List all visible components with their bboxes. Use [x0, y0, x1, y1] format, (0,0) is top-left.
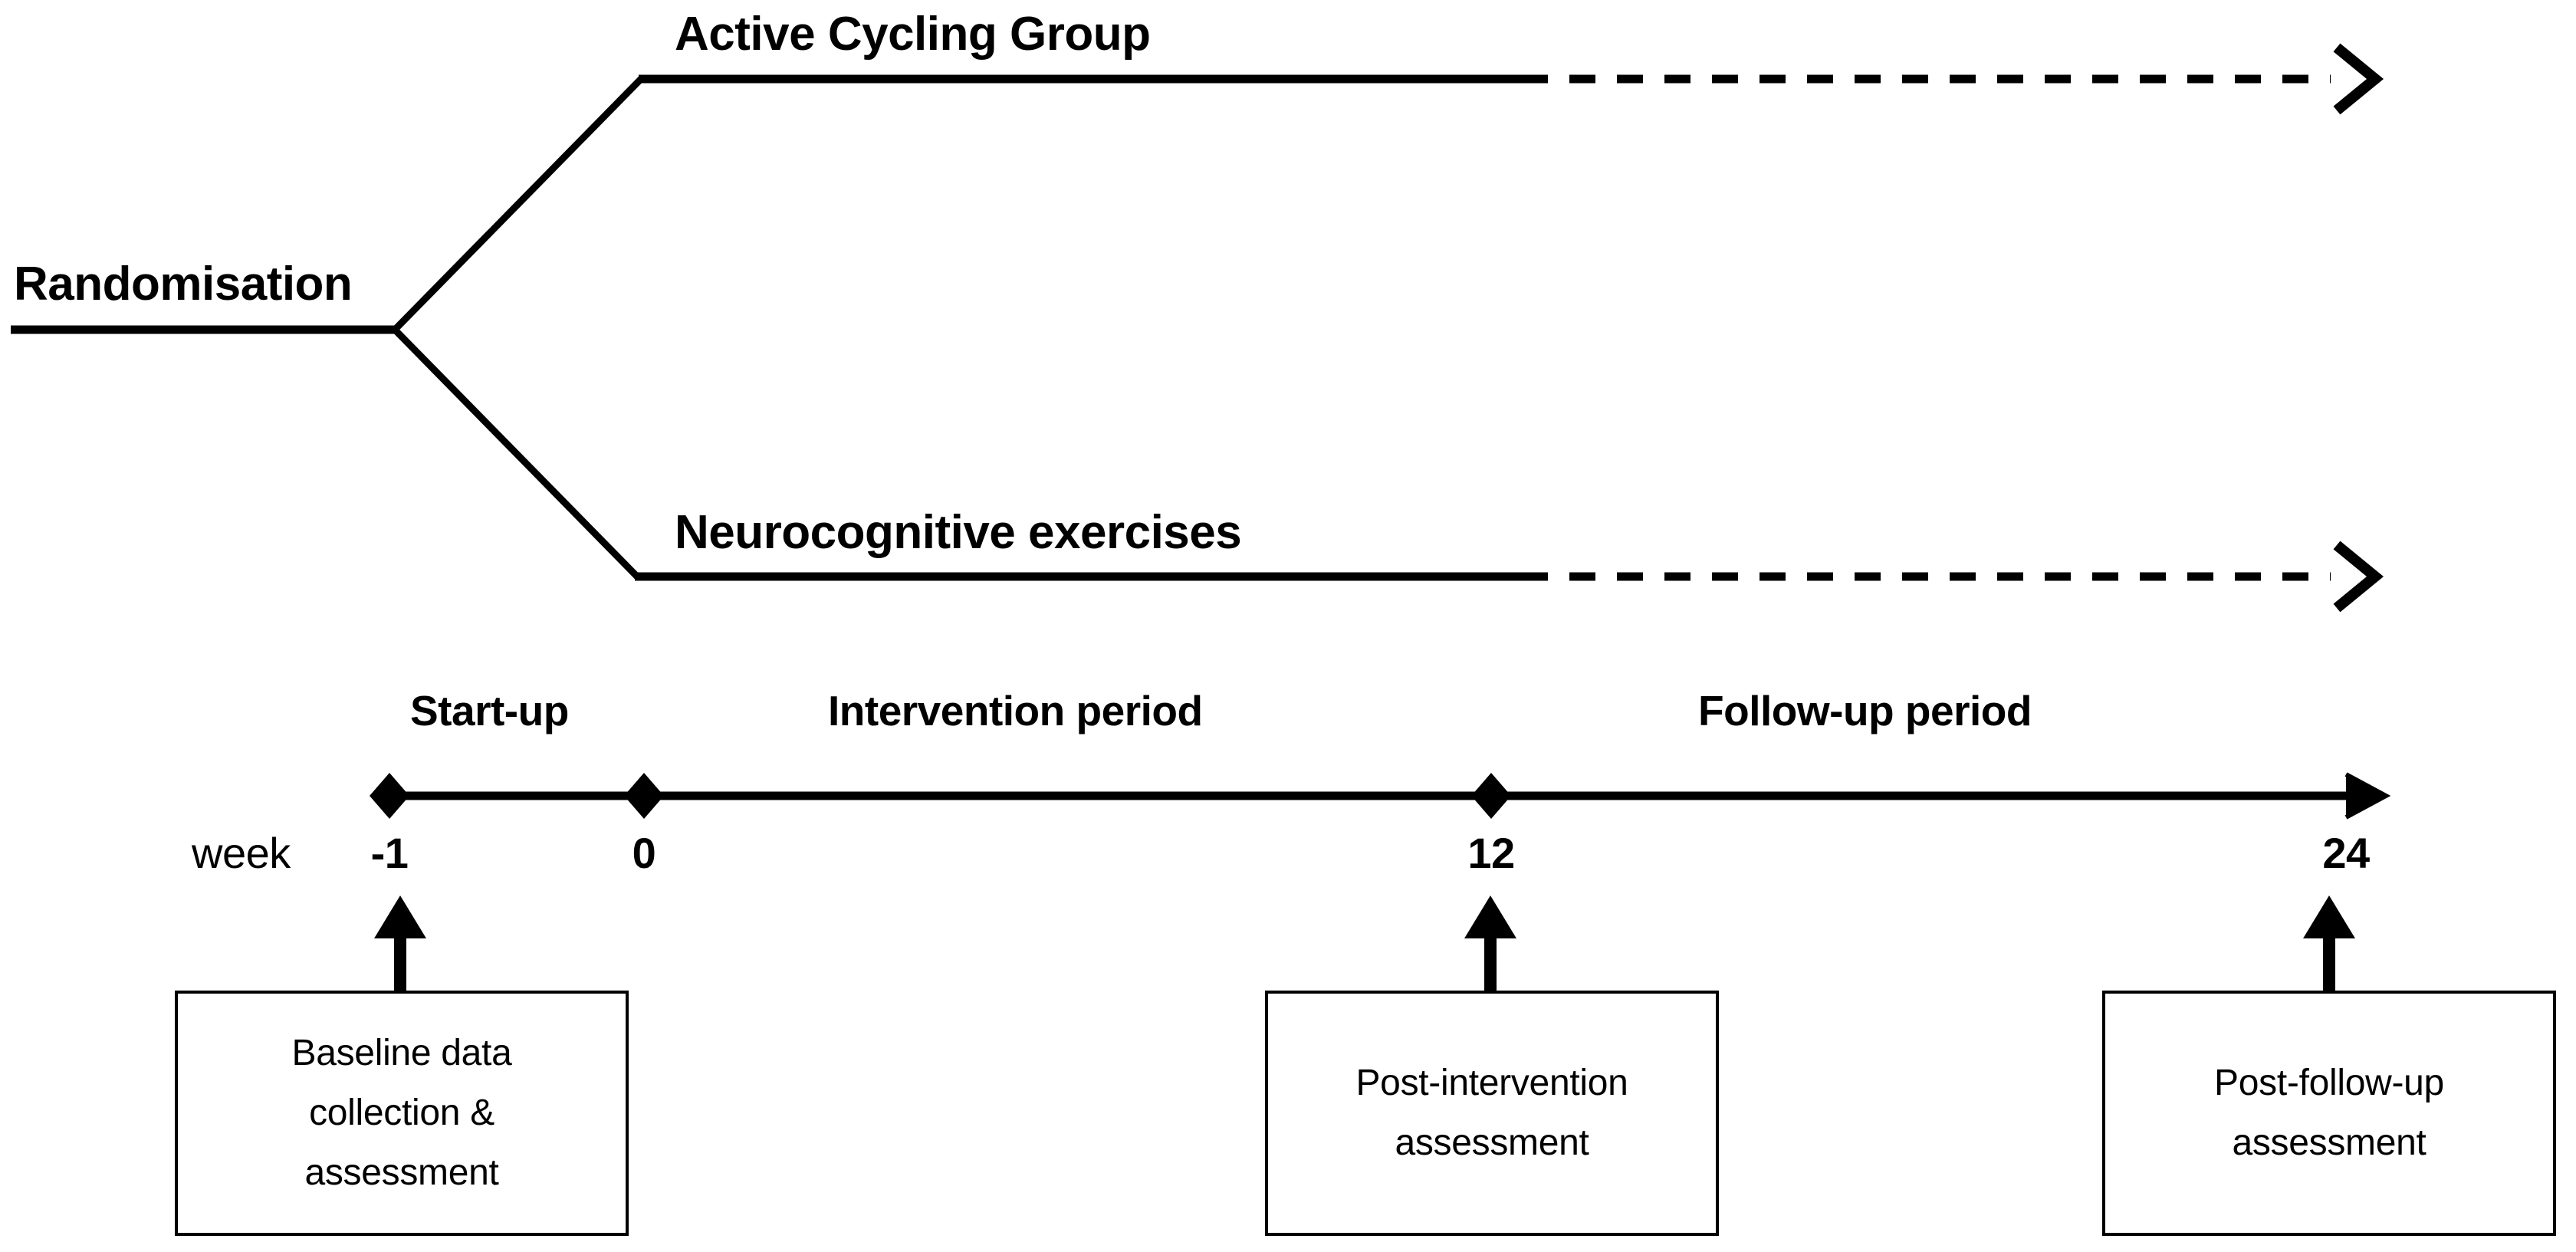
timeline-tick-marker-week-12	[1471, 773, 1511, 819]
arm-label-active-cycling-group: Active Cycling Group	[675, 8, 1151, 61]
assessment-box-post-intervention: Post-intervention assessment	[1265, 991, 1719, 1236]
randomisation-label: Randomisation	[14, 258, 353, 311]
assessment-box-baseline: Baseline data collection & assessment	[175, 991, 629, 1236]
timeline-tick-label-week-minus1: -1	[370, 829, 409, 877]
timeline-tick-label-week-12: 12	[1467, 829, 1515, 877]
timeline-axis	[370, 772, 2391, 820]
branch-active-cycling-group	[390, 43, 2384, 334]
timeline-tick-label-week-24: 24	[2322, 829, 2370, 877]
assessment-connectors	[374, 895, 2355, 991]
timeline-tick-label-week-0: 0	[632, 829, 656, 877]
assessment-box-baseline-line-2: collection &	[309, 1093, 495, 1134]
assessment-box-post-follow-up: Post-follow-up assessment	[2102, 991, 2556, 1236]
arm-label-neurocognitive-exercises: Neurocognitive exercises	[675, 506, 1242, 559]
timeline-tick-marker-week-0	[624, 773, 664, 819]
timeline-tick-marker-week-minus1	[370, 773, 409, 819]
period-label-follow-up: Follow-up period	[1698, 687, 2032, 734]
period-label-intervention: Intervention period	[828, 687, 1203, 734]
assessment-box-post-intervention-line-1: Post-intervention	[1355, 1063, 1628, 1104]
period-label-start-up: Start-up	[410, 687, 569, 734]
assessment-box-post-intervention-line-2: assessment	[1395, 1122, 1589, 1163]
assessment-box-post-follow-up-line-1: Post-follow-up	[2214, 1063, 2444, 1104]
assessment-box-baseline-line-3: assessment	[304, 1152, 499, 1193]
assessment-box-baseline-line-1: Baseline data	[291, 1033, 512, 1074]
branch-neurocognitive-exercises	[390, 325, 2384, 613]
timeline-unit-label: week	[192, 829, 291, 877]
assessment-box-post-follow-up-line-2: assessment	[2232, 1122, 2426, 1163]
